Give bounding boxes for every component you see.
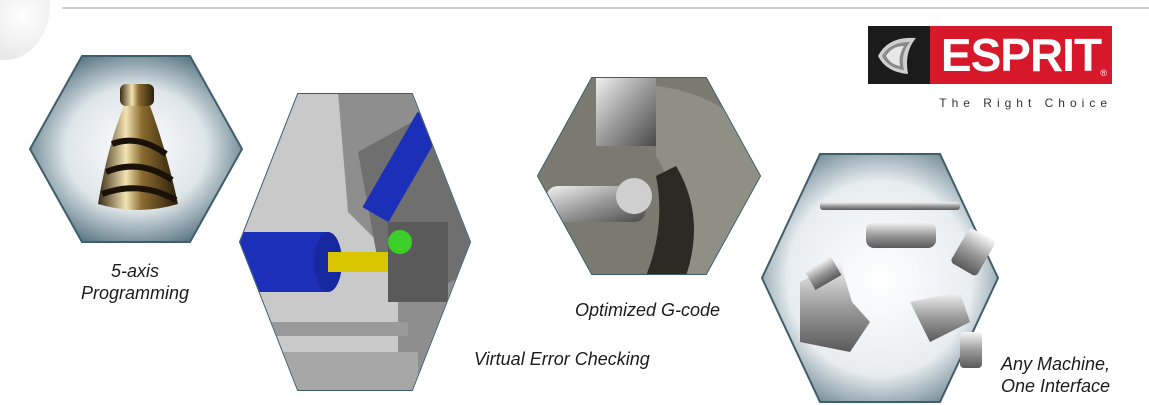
logo-tagline: The Right Choice bbox=[939, 96, 1112, 110]
caption-5axis: 5-axis Programming bbox=[80, 261, 190, 303]
impeller-part-icon bbox=[98, 84, 178, 210]
corner-decoration bbox=[0, 0, 50, 60]
esprit-logo: ESPRIT ® bbox=[868, 26, 1112, 84]
cone-logo-icon bbox=[868, 26, 930, 84]
caption-any-machine: Any Machine, One Interface bbox=[1001, 354, 1111, 396]
top-divider bbox=[62, 7, 1149, 9]
hex-optimized-gcode bbox=[536, 77, 762, 275]
registered-mark: ® bbox=[1100, 68, 1107, 78]
caption-virtual-error: Virtual Error Checking bbox=[474, 349, 650, 369]
hex-any-machine bbox=[760, 153, 1000, 403]
hex-virtual-error-checking bbox=[238, 93, 472, 391]
caption-optimized-gcode: Optimized G-code bbox=[575, 300, 721, 320]
brand-name: ESPRIT bbox=[940, 29, 1102, 81]
machined-parts-icon bbox=[800, 202, 995, 368]
logo-wordmark: ESPRIT ® bbox=[930, 26, 1112, 84]
hex-5axis-programming bbox=[28, 55, 244, 243]
